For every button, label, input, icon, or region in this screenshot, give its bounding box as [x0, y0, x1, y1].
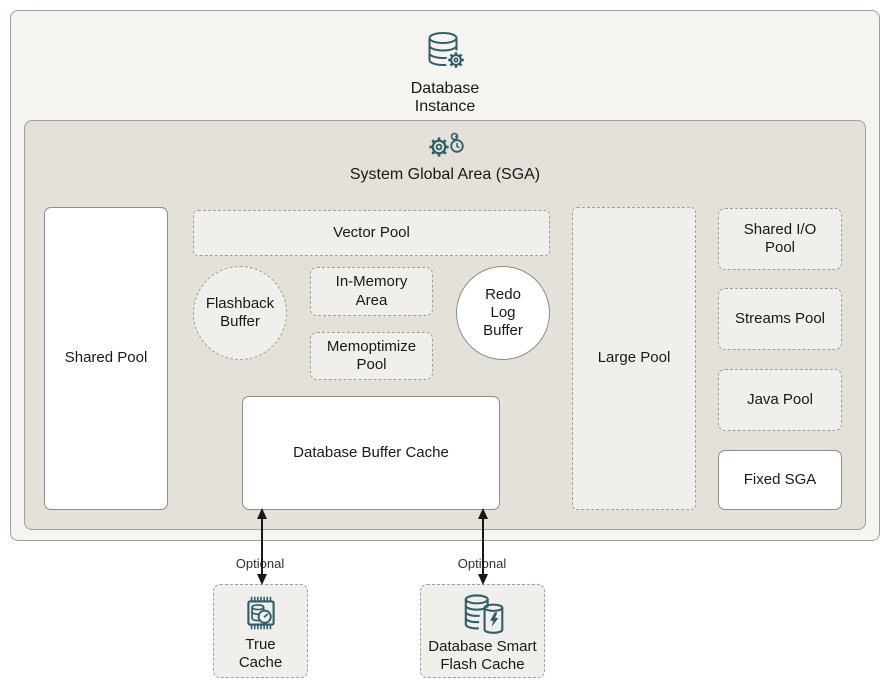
- database-buffer-cache-label: Database Buffer Cache: [293, 443, 449, 461]
- true-cache-label: True Cache: [238, 636, 283, 672]
- node-in-memory-area: In-Memory Area: [310, 267, 433, 316]
- sga-label: System Global Area (SGA): [349, 166, 541, 183]
- database-flash-icon: [464, 594, 503, 634]
- node-java-pool: Java Pool: [718, 369, 842, 431]
- java-pool-label: Java Pool: [747, 390, 813, 408]
- sga-header: System Global Area (SGA): [25, 131, 865, 184]
- node-fixed-sga: Fixed SGA: [718, 450, 842, 510]
- node-shared-io-pool: Shared I/O Pool: [718, 208, 842, 270]
- memoptimize-pool-label: Memoptimize Pool: [326, 337, 417, 373]
- node-streams-pool: Streams Pool: [718, 288, 842, 350]
- node-database-buffer-cache: Database Buffer Cache: [242, 396, 500, 510]
- in-memory-area-label: In-Memory Area: [335, 273, 408, 309]
- node-redo-log-buffer: Redo Log Buffer: [456, 266, 550, 360]
- large-pool-label: Large Pool: [597, 349, 671, 367]
- database-gear-icon: [428, 32, 466, 70]
- db-smart-flash-cache-label: Database Smart Flash Cache: [428, 638, 537, 674]
- node-memoptimize-pool: Memoptimize Pool: [310, 332, 433, 380]
- fixed-sga-label: Fixed SGA: [743, 470, 817, 488]
- chip-database-gauge-icon: [246, 596, 275, 630]
- database-instance-header: Database Instance: [11, 29, 879, 117]
- database-instance-container: Database Instance: [10, 10, 880, 541]
- node-vector-pool: Vector Pool: [193, 210, 550, 256]
- node-shared-pool: Shared Pool: [44, 207, 168, 510]
- node-db-smart-flash-cache: Database Smart Flash Cache: [420, 584, 545, 678]
- shared-pool-label: Shared Pool: [64, 349, 148, 367]
- streams-pool-label: Streams Pool: [734, 309, 826, 327]
- gear-clock-icon: [429, 132, 464, 157]
- shared-io-pool-label: Shared I/O Pool: [743, 220, 817, 256]
- node-true-cache: True Cache: [213, 584, 308, 678]
- database-instance-label: Database Instance: [410, 80, 480, 116]
- node-large-pool: Large Pool: [572, 207, 696, 510]
- flashback-buffer-label: Flashback Buffer: [205, 294, 275, 330]
- vector-pool-label: Vector Pool: [333, 223, 410, 241]
- optional-label-1: Optional: [235, 556, 285, 571]
- node-flashback-buffer: Flashback Buffer: [193, 266, 287, 360]
- optional-label-2: Optional: [457, 556, 507, 571]
- sga-container: System Global Area (SGA) Shared Pool Vec…: [24, 120, 866, 530]
- redo-log-buffer-label: Redo Log Buffer: [483, 285, 523, 340]
